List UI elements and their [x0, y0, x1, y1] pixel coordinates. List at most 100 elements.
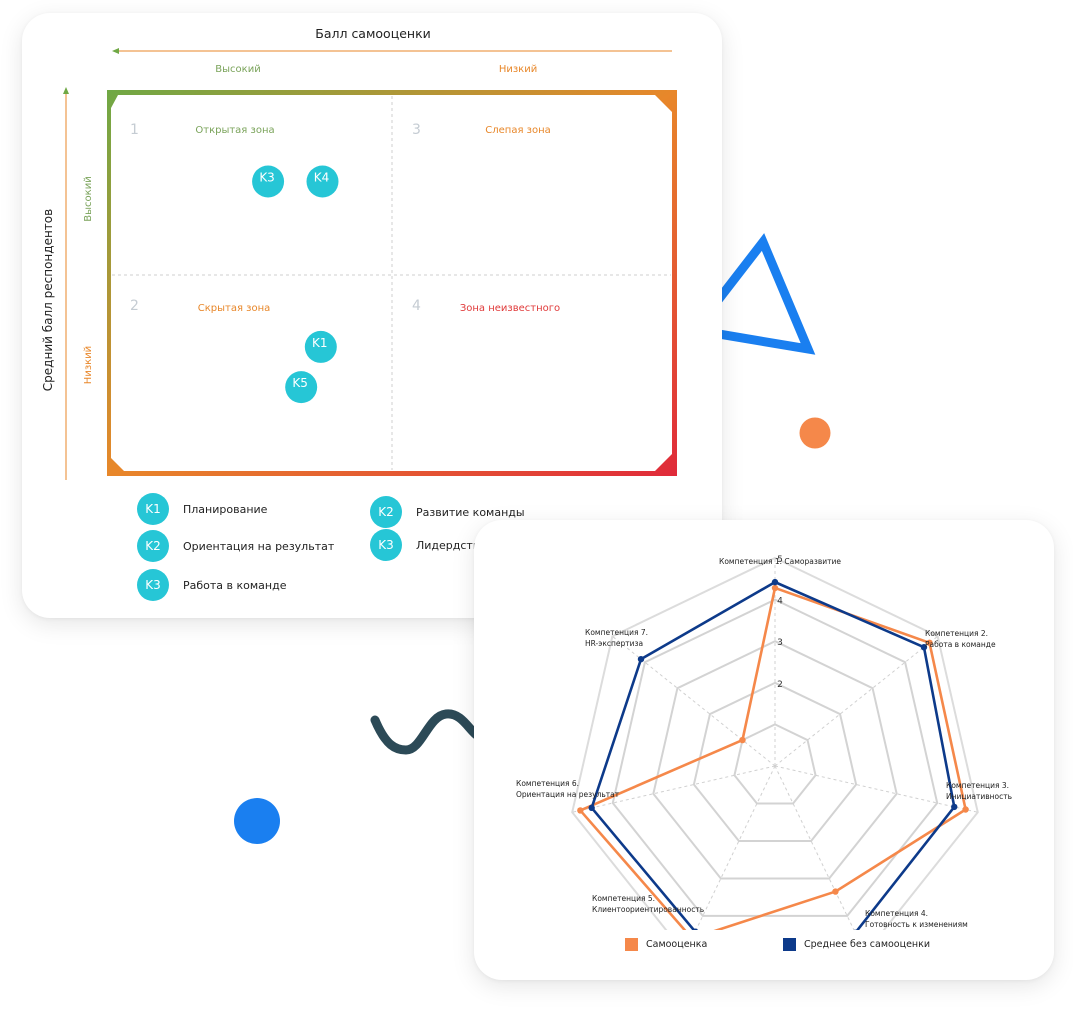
legend-item-self: Самооценка [625, 938, 707, 951]
series-point [926, 639, 933, 646]
legend-badge: K3 [137, 569, 169, 601]
axis-label: Компетенция 2.Работа в команде [925, 629, 996, 649]
radar-spoke [572, 765, 776, 813]
axis-label: Компетенция 4.Готовность к изменениям [865, 909, 968, 929]
series-point [832, 888, 839, 895]
axis-label: Компетенция 3.Инициативность [946, 781, 1012, 801]
quadrant-1: 1 Открытая зона [130, 122, 275, 138]
radar-spoke [774, 765, 978, 813]
tick-label: 5 [777, 555, 783, 565]
radar-ring [652, 640, 898, 880]
x-arrow-head [112, 48, 119, 54]
legend-item: K3 Лидердство [370, 529, 486, 561]
point-label: K5 [292, 376, 308, 390]
legend-label: Среднее без самооценки [804, 939, 931, 950]
legend-item: K3 Работа в команде [137, 569, 287, 601]
series-point [637, 655, 645, 663]
quadrant-number: 4 [412, 298, 421, 314]
triangle-shape [686, 233, 816, 355]
radar-ticks: 2 3 4 5 [777, 555, 783, 690]
legend-badge: K3 [370, 529, 402, 561]
legend-badge: K2 [137, 530, 169, 562]
point-marker [306, 165, 339, 198]
radar-ring [611, 598, 939, 917]
axis-label: Компетенция 1. Саморазвитие [719, 557, 841, 566]
series-point [920, 644, 928, 651]
quadrant-3: 3 Слепая зона [412, 122, 551, 138]
johari-window-card: Балл самооценки Высокий Низкий Средний б… [22, 13, 722, 618]
radar-ring [692, 681, 858, 842]
legend-swatch [783, 938, 796, 951]
series-point [771, 578, 779, 586]
legend-item-average: Среднее без самооценки [783, 938, 930, 951]
series-point [951, 803, 958, 811]
axis-label: Компетенция 5.Клиентоориентированность [592, 894, 704, 914]
series-self [577, 584, 969, 930]
point-label: K1 [312, 336, 328, 350]
legend-badge: K1 [137, 493, 169, 525]
tick-label: 3 [777, 638, 783, 648]
radar-spoke [612, 635, 776, 767]
series-point [588, 804, 595, 812]
quadrant-title: Открытая зона [195, 125, 274, 136]
quadrant-2: 2 Скрытая зона [130, 298, 270, 314]
point-label: K4 [314, 170, 330, 184]
radar-ring [733, 723, 817, 805]
x-axis-title: Балл самооценки [315, 26, 431, 41]
quadrant-4: 4 Зона неизвестного [412, 298, 560, 314]
point-k1: K1 [304, 330, 337, 363]
quadrant-title: Скрытая зона [198, 303, 271, 314]
y-low-label: Низкий [83, 346, 94, 384]
x-high-label: Высокий [215, 64, 260, 75]
quadrant-number: 1 [130, 122, 139, 138]
series-line [590, 580, 956, 930]
radar-spoke [774, 635, 938, 767]
radar-grid [571, 556, 979, 930]
quadrant-number: 2 [130, 298, 139, 314]
legend-label: Развитие команды [416, 505, 525, 519]
series-point [692, 928, 698, 930]
y-axis-title: Средний балл респондентов [41, 209, 55, 391]
series-point [739, 736, 746, 744]
blue-dot [234, 798, 280, 844]
johari-chart: Балл самооценки Высокий Низкий Средний б… [41, 26, 677, 480]
point-marker [285, 371, 318, 404]
legend-swatch [625, 938, 638, 951]
radar-series [577, 578, 969, 930]
point-k5: K5 [285, 371, 318, 404]
series-point [577, 807, 584, 814]
legend-badge: K2 [370, 496, 402, 528]
axis-label: Компетенция 6.Ориентация на результат [516, 779, 620, 799]
series-point [771, 584, 779, 592]
legend-label: Ориентация на результат [183, 539, 335, 553]
series-line [579, 586, 967, 930]
series-average [588, 578, 958, 930]
point-marker [304, 330, 337, 363]
legend-label: Планирование [183, 502, 268, 516]
legend-item: K2 Развитие команды [370, 496, 525, 528]
radar-spoke [695, 765, 776, 930]
y-arrow-head [63, 87, 69, 94]
point-k4: K4 [306, 165, 339, 198]
legend-item: K2 Ориентация на результат [137, 530, 334, 562]
series-point [962, 806, 969, 813]
legend-label: Лидердство [416, 538, 487, 552]
y-high-label: Высокий [83, 176, 94, 221]
axis-label: Компетенция 7.HR-экспертиза [585, 628, 648, 648]
radar-ring [571, 556, 979, 930]
tick-label: 4 [777, 597, 783, 607]
quadrant-number: 3 [412, 122, 421, 138]
quadrant-title: Зона неизвестного [460, 303, 560, 314]
tick-label: 2 [777, 680, 783, 690]
legend-label: Работа в команде [183, 578, 287, 592]
orange-dot [799, 417, 831, 449]
point-marker [252, 165, 285, 198]
radar-spoke [774, 765, 855, 930]
quadrant-title: Слепая зона [485, 125, 551, 136]
point-k3: K3 [252, 165, 285, 198]
point-label: K3 [259, 170, 275, 184]
